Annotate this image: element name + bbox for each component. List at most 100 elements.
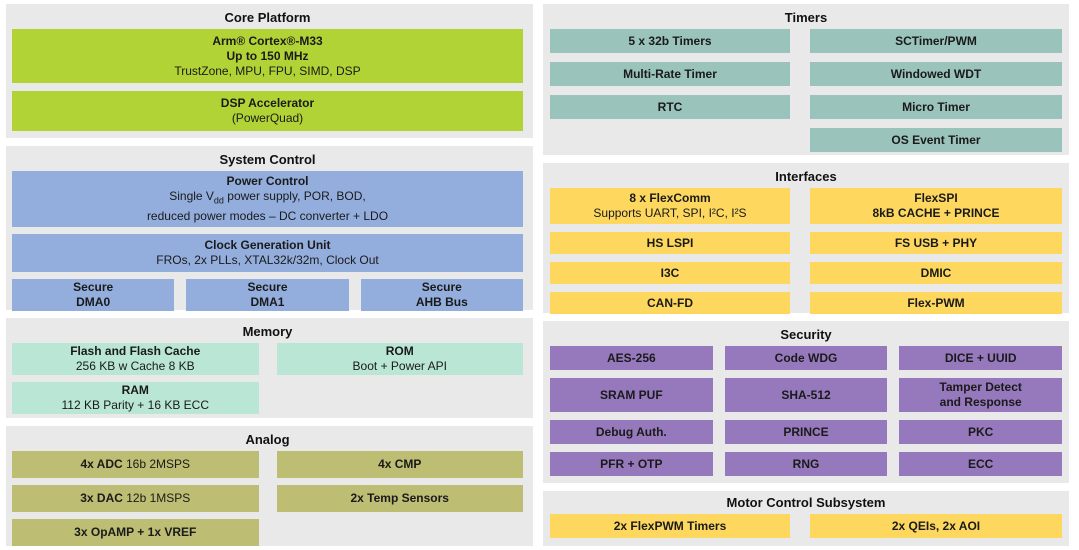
secure-ahb-bus-block: Secure AHB Bus (360, 279, 523, 311)
security-section: Security AES-256 Code WDG DICE + UUID SR… (543, 321, 1069, 483)
analog-title: Analog (245, 432, 290, 447)
hs-lspi-block: HS LSPI (550, 232, 790, 254)
core-platform-title: Core Platform (224, 10, 311, 25)
pkc-block: PKC (899, 420, 1062, 444)
flexcomm-detail: Supports UART, SPI, I²C, I²S (593, 206, 747, 220)
temp-sensors-block: 2x Temp Sensors (276, 485, 523, 512)
timers-title: Timers (784, 10, 828, 25)
adc-detail: 16b 2MSPS (122, 457, 191, 471)
timers-grid: 5 x 32b Timers Multi-Rate Timer RTC SCTi… (550, 29, 1062, 152)
dmic-block: DMIC (810, 262, 1062, 284)
vdd-subscript: dd (213, 195, 224, 206)
os-event-timer-block: OS Event Timer (810, 128, 1062, 152)
flash-name: Flash and Flash Cache (70, 344, 201, 358)
clock-generation-name: Clock Generation Unit (204, 238, 331, 252)
secure-dma0-block: Secure DMA0 (12, 279, 175, 311)
power-supply-text-cont: power supply, POR, BOD, (223, 189, 366, 204)
analog-section: Analog 4x ADC 16b 2MSPS 4x CMP 3x DAC 12… (6, 426, 533, 546)
dac-name: 3x DAC (80, 491, 123, 505)
prince-block: PRINCE (724, 420, 888, 444)
left-column: Core Platform Arm® Cortex®-M33 Up to 150… (6, 4, 533, 546)
cortex-m33-speed: Up to 150 MHz (226, 48, 309, 63)
i3c-block: I3C (550, 262, 790, 284)
flash-block: Flash and Flash Cache 256 KB w Cache 8 K… (12, 343, 259, 375)
flexspi-block: FlexSPI 8kB CACHE + PRINCE (810, 188, 1062, 224)
flexcomm-name: 8 x FlexComm (629, 191, 711, 205)
interfaces-title: Interfaces (775, 169, 837, 184)
power-control-block: Power Control Single Vdd power supply, P… (12, 171, 523, 227)
dice-uuid-block: DICE + UUID (899, 346, 1062, 370)
pfr-otp-block: PFR + OTP (550, 452, 713, 476)
analog-grid-spacer (277, 519, 524, 546)
clock-generation-detail: FROs, 2x PLLs, XTAL32k/32m, Clock Out (156, 253, 379, 267)
multi-rate-timer-block: Multi-Rate Timer (550, 62, 790, 86)
ram-detail: 112 KB Parity + 16 KB ECC (61, 398, 209, 412)
ram-block: RAM 112 KB Parity + 16 KB ECC (12, 382, 259, 414)
cortex-m33-name: Arm® Cortex®-M33 (212, 33, 323, 48)
dsp-accelerator-block: DSP Accelerator (PowerQuad) (12, 91, 523, 131)
power-control-supply-line: Single Vdd power supply, POR, BOD, (169, 189, 366, 208)
rtc-block: RTC (550, 95, 790, 119)
motor-control-section: Motor Control Subsystem 2x FlexPWM Timer… (543, 491, 1069, 546)
clock-generation-block: Clock Generation Unit FROs, 2x PLLs, XTA… (12, 234, 523, 272)
interfaces-section: Interfaces 8 x FlexComm Supports UART, S… (543, 163, 1069, 314)
timers-32b-block: 5 x 32b Timers (550, 29, 790, 53)
aes-256-block: AES-256 (550, 346, 713, 370)
fs-usb-phy-block: FS USB + PHY (810, 232, 1062, 254)
sram-puf-block: SRAM PUF (550, 378, 713, 412)
interfaces-right-column: FlexSPI 8kB CACHE + PRINCE FS USB + PHY … (810, 188, 1062, 314)
interfaces-left-column: 8 x FlexComm Supports UART, SPI, I²C, I²… (550, 188, 790, 314)
secure-dma-row: Secure DMA0 Secure DMA1 Secure AHB Bus (12, 279, 523, 311)
security-grid: AES-256 Code WDG DICE + UUID SRAM PUF SH… (550, 346, 1062, 476)
opamp-vref-block: 3x OpAMP + 1x VREF (12, 519, 259, 546)
timers-right-column: SCTimer/PWM Windowed WDT Micro Timer OS … (810, 29, 1062, 152)
security-title: Security (780, 327, 832, 342)
adc-block: 4x ADC 16b 2MSPS (12, 451, 259, 478)
cortex-m33-block: Arm® Cortex®-M33 Up to 150 MHz TrustZone… (12, 29, 523, 83)
windowed-wdt-block: Windowed WDT (810, 62, 1062, 86)
cmp-block: 4x CMP (276, 451, 523, 478)
ecc-block: ECC (899, 452, 1062, 476)
code-wdg-block: Code WDG (724, 346, 888, 370)
system-control-title: System Control (219, 152, 316, 167)
timers-left-column: 5 x 32b Timers Multi-Rate Timer RTC (550, 29, 790, 152)
flex-pwm-block: Flex-PWM (810, 292, 1062, 314)
dac-label: 3x DAC 12b 1MSPS (80, 491, 190, 506)
right-column: Timers 5 x 32b Timers Multi-Rate Timer R… (543, 4, 1069, 546)
memory-grid-spacer (277, 382, 524, 414)
memory-title: Memory (242, 324, 293, 339)
timers-section: Timers 5 x 32b Timers Multi-Rate Timer R… (543, 4, 1069, 155)
cortex-m33-features: TrustZone, MPU, FPU, SIMD, DSP (174, 63, 361, 78)
system-control-section: System Control Power Control Single Vdd … (6, 146, 533, 311)
flexpwm-timers-block: 2x FlexPWM Timers (550, 514, 790, 538)
sha-512-block: SHA-512 (724, 378, 888, 412)
motor-control-title: Motor Control Subsystem (726, 495, 886, 510)
rom-detail: Boot + Power API (352, 359, 447, 373)
qei-aoi-block: 2x QEIs, 2x AOI (810, 514, 1062, 538)
memory-section: Memory Flash and Flash Cache 256 KB w Ca… (6, 318, 533, 418)
adc-name: 4x ADC (80, 457, 123, 471)
dac-block: 3x DAC 12b 1MSPS (12, 485, 259, 512)
memory-grid: Flash and Flash Cache 256 KB w Cache 8 K… (12, 343, 523, 414)
power-supply-text: Single V (169, 189, 214, 204)
adc-label: 4x ADC 16b 2MSPS (80, 457, 190, 472)
core-platform-section: Core Platform Arm® Cortex®-M33 Up to 150… (6, 4, 533, 138)
rom-block: ROM Boot + Power API (276, 343, 523, 375)
rng-block: RNG (724, 452, 888, 476)
power-control-name: Power Control (226, 174, 309, 189)
rom-name: ROM (385, 344, 414, 358)
dac-detail: 12b 1MSPS (122, 491, 191, 505)
secure-dma1-block: Secure DMA1 (186, 279, 349, 311)
dsp-accelerator-name: DSP Accelerator (220, 96, 315, 110)
tamper-detect-block: Tamper Detect and Response (899, 378, 1062, 412)
dsp-accelerator-detail: (PowerQuad) (231, 111, 304, 125)
interfaces-grid: 8 x FlexComm Supports UART, SPI, I²C, I²… (550, 188, 1062, 314)
power-control-modes-line: reduced power modes – DC converter + LDO (146, 208, 389, 223)
analog-grid: 4x ADC 16b 2MSPS 4x CMP 3x DAC 12b 1MSPS… (12, 451, 523, 546)
flexcomm-block: 8 x FlexComm Supports UART, SPI, I²C, I²… (550, 188, 790, 224)
motor-control-grid: 2x FlexPWM Timers 2x QEIs, 2x AOI (550, 514, 1062, 538)
flash-detail: 256 KB w Cache 8 KB (75, 359, 195, 373)
ram-name: RAM (121, 383, 149, 397)
can-fd-block: CAN-FD (550, 292, 790, 314)
